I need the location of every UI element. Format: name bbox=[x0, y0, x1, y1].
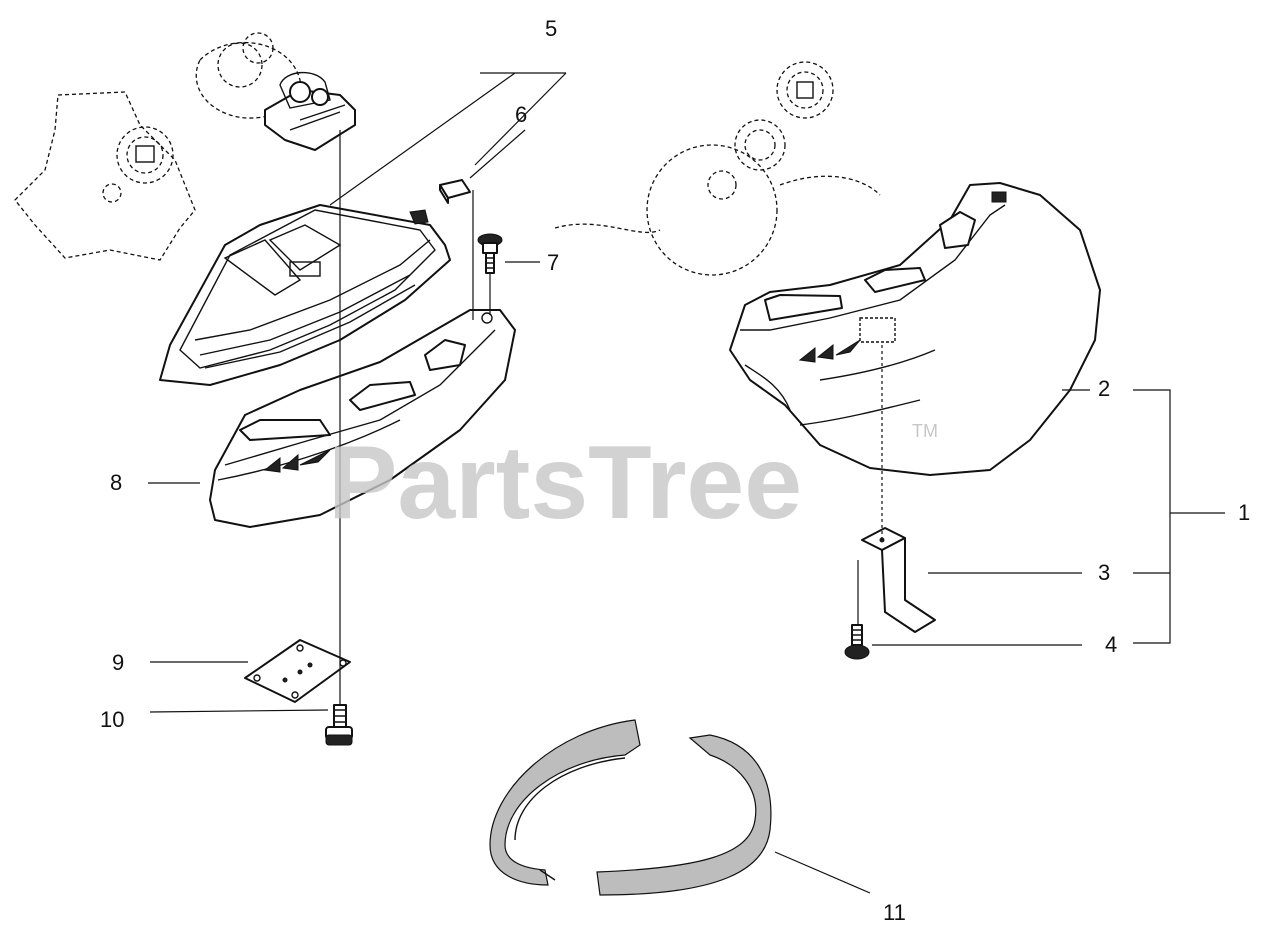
leader-lines bbox=[148, 72, 1225, 894]
shield-part-8 bbox=[209, 309, 516, 528]
callout-11: 11 bbox=[883, 900, 906, 925]
callout-5: 5 bbox=[545, 16, 557, 41]
watermark-trademark: TM bbox=[912, 421, 938, 441]
guard-plate-part-5 bbox=[159, 204, 451, 386]
callout-4: 4 bbox=[1105, 632, 1117, 657]
watermark-text: PartsTree bbox=[328, 425, 802, 541]
right-trimmer-head-ghost bbox=[554, 61, 881, 276]
callout-7: 7 bbox=[547, 250, 559, 275]
bolt-part-10 bbox=[325, 704, 353, 746]
bolt-part-7 bbox=[477, 233, 503, 274]
bracket-part-3 bbox=[861, 527, 936, 633]
ring-part-11 bbox=[489, 719, 772, 896]
callout-numbers: 1 2 3 4 5 6 7 8 9 10 11 bbox=[100, 16, 1250, 925]
callout-1: 1 bbox=[1238, 500, 1250, 525]
plate-part-9 bbox=[244, 639, 351, 703]
callout-6: 6 bbox=[515, 102, 527, 127]
callout-9: 9 bbox=[112, 650, 124, 675]
callout-2: 2 bbox=[1098, 376, 1110, 401]
gear-head-housing bbox=[264, 71, 356, 151]
shield-part-2 bbox=[729, 182, 1101, 476]
screw-part-4 bbox=[844, 624, 870, 660]
callout-8: 8 bbox=[110, 470, 122, 495]
callout-10: 10 bbox=[100, 707, 124, 732]
callout-3: 3 bbox=[1098, 560, 1110, 585]
square-nut-part-6 bbox=[439, 179, 471, 204]
